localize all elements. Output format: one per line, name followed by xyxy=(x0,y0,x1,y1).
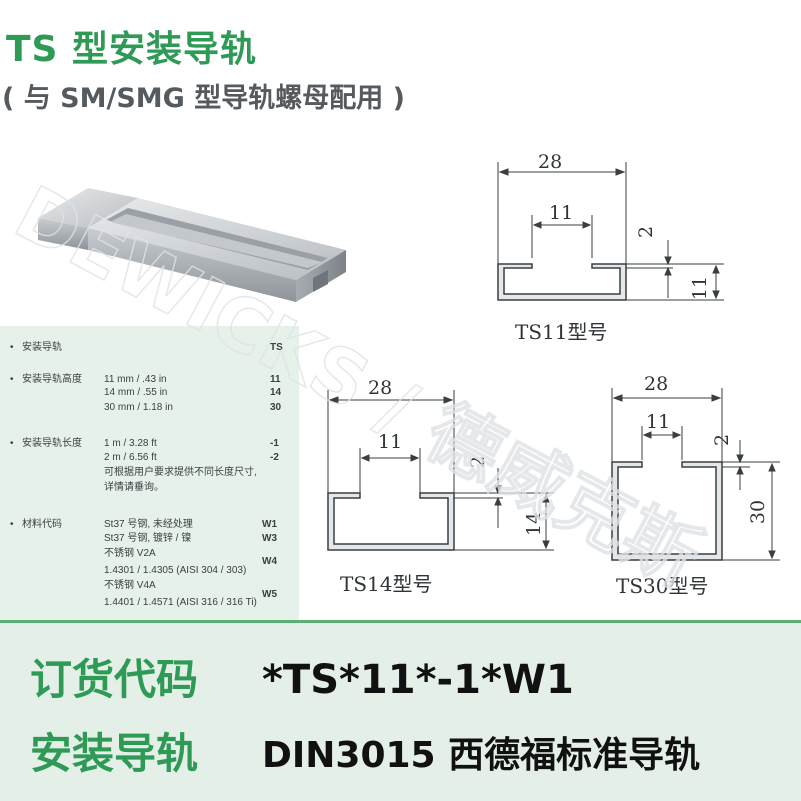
spec-rail-code: TS xyxy=(270,342,283,353)
spec-panel: • 安装导轨 TS • 安装导轨高度 11 mm / .43 in 11 14 … xyxy=(0,326,299,628)
spec-rail-label: 安装导轨 xyxy=(22,342,62,353)
ts11-profile-drawing xyxy=(497,162,724,301)
ts30-width-dim: 28 xyxy=(644,373,669,395)
ts11-height-dim: 11 xyxy=(689,275,712,301)
spec-height-label: 安装导轨高度 xyxy=(22,374,82,385)
rail-type-label: 安装导轨 xyxy=(30,729,199,778)
spec-length-label: 安装导轨长度 xyxy=(22,438,82,449)
spec-material-code: W4 xyxy=(262,556,277,567)
order-info-band: 订货代码 *TS*11*-1*W1 安装导轨 DIN3015 西德福标准导轨 xyxy=(0,620,801,801)
ts14-slot-dim: 11 xyxy=(378,431,403,453)
rail-product-image xyxy=(38,188,346,302)
ts14-thickness-dim: 2 xyxy=(467,455,490,469)
spec-length-option: 1 m / 3.28 ft xyxy=(104,438,157,449)
page-subtitle: ( 与 SM/SMG 型导轨螺母配用 ) xyxy=(2,83,405,114)
ts14-profile-drawing xyxy=(327,390,554,551)
spec-length-option: 2 m / 6.56 ft xyxy=(104,452,157,463)
spec-material-code: W1 xyxy=(262,519,277,530)
ts11-thickness-dim: 2 xyxy=(635,225,658,239)
ts14-height-dim: 14 xyxy=(523,511,546,537)
ts14-caption: TS14型号 xyxy=(340,572,433,596)
ts30-height-dim: 30 xyxy=(747,499,770,525)
ts11-width-dim: 28 xyxy=(538,151,563,173)
page-title: TS 型安装导轨 xyxy=(6,29,258,70)
ts14-width-dim: 28 xyxy=(368,377,393,399)
bullet: • xyxy=(10,374,14,385)
spec-material-code: W5 xyxy=(262,589,277,600)
ts11-caption: TS11型号 xyxy=(515,320,608,344)
bullet: • xyxy=(10,342,14,353)
spec-material-label: 材料代码 xyxy=(22,519,62,530)
spec-length-note: 详情请垂询。 xyxy=(104,482,164,493)
ts30-caption: TS30型号 xyxy=(616,574,709,598)
spec-height-option: 14 mm / .55 in xyxy=(104,387,168,398)
bullet: • xyxy=(10,438,14,449)
spec-length-note: 可根据用户要求提供不同长度尺寸, xyxy=(104,467,257,478)
ts11-slot-dim: 11 xyxy=(549,202,574,224)
spec-length-code: -2 xyxy=(270,452,279,463)
spec-material-line: 不锈钢 V2A xyxy=(104,548,156,559)
spec-material-code: W3 xyxy=(262,533,277,544)
spec-length-code: -1 xyxy=(270,438,279,449)
spec-height-code: 11 xyxy=(270,374,281,385)
spec-material-line: 1.4301 / 1.4305 (AISI 304 / 303) xyxy=(104,565,247,576)
spec-height-option: 30 mm / 1.18 in xyxy=(104,402,173,413)
spec-height-code: 30 xyxy=(270,402,282,413)
spec-material-line: 不锈钢 V4A xyxy=(104,580,156,591)
order-code-value: *TS*11*-1*W1 xyxy=(262,657,574,703)
spec-material-line: St37 号钢, 镀锌 / 镍 xyxy=(104,533,192,544)
ts30-thickness-dim: 2 xyxy=(711,433,734,447)
bullet: • xyxy=(10,519,14,530)
rail-type-value: DIN3015 西德福标准导轨 xyxy=(262,735,701,776)
spec-height-option: 11 mm / .43 in xyxy=(104,374,167,385)
spec-material-line: St37 号钢, 未经处理 xyxy=(104,519,193,530)
ts30-profile-drawing xyxy=(611,388,780,561)
spec-material-line: 1.4401 / 1.4571 (AISI 316 / 316 Ti) xyxy=(104,597,257,608)
ts30-slot-dim: 11 xyxy=(646,411,671,433)
order-code-label: 订货代码 xyxy=(30,655,199,704)
spec-height-code: 14 xyxy=(270,387,282,398)
